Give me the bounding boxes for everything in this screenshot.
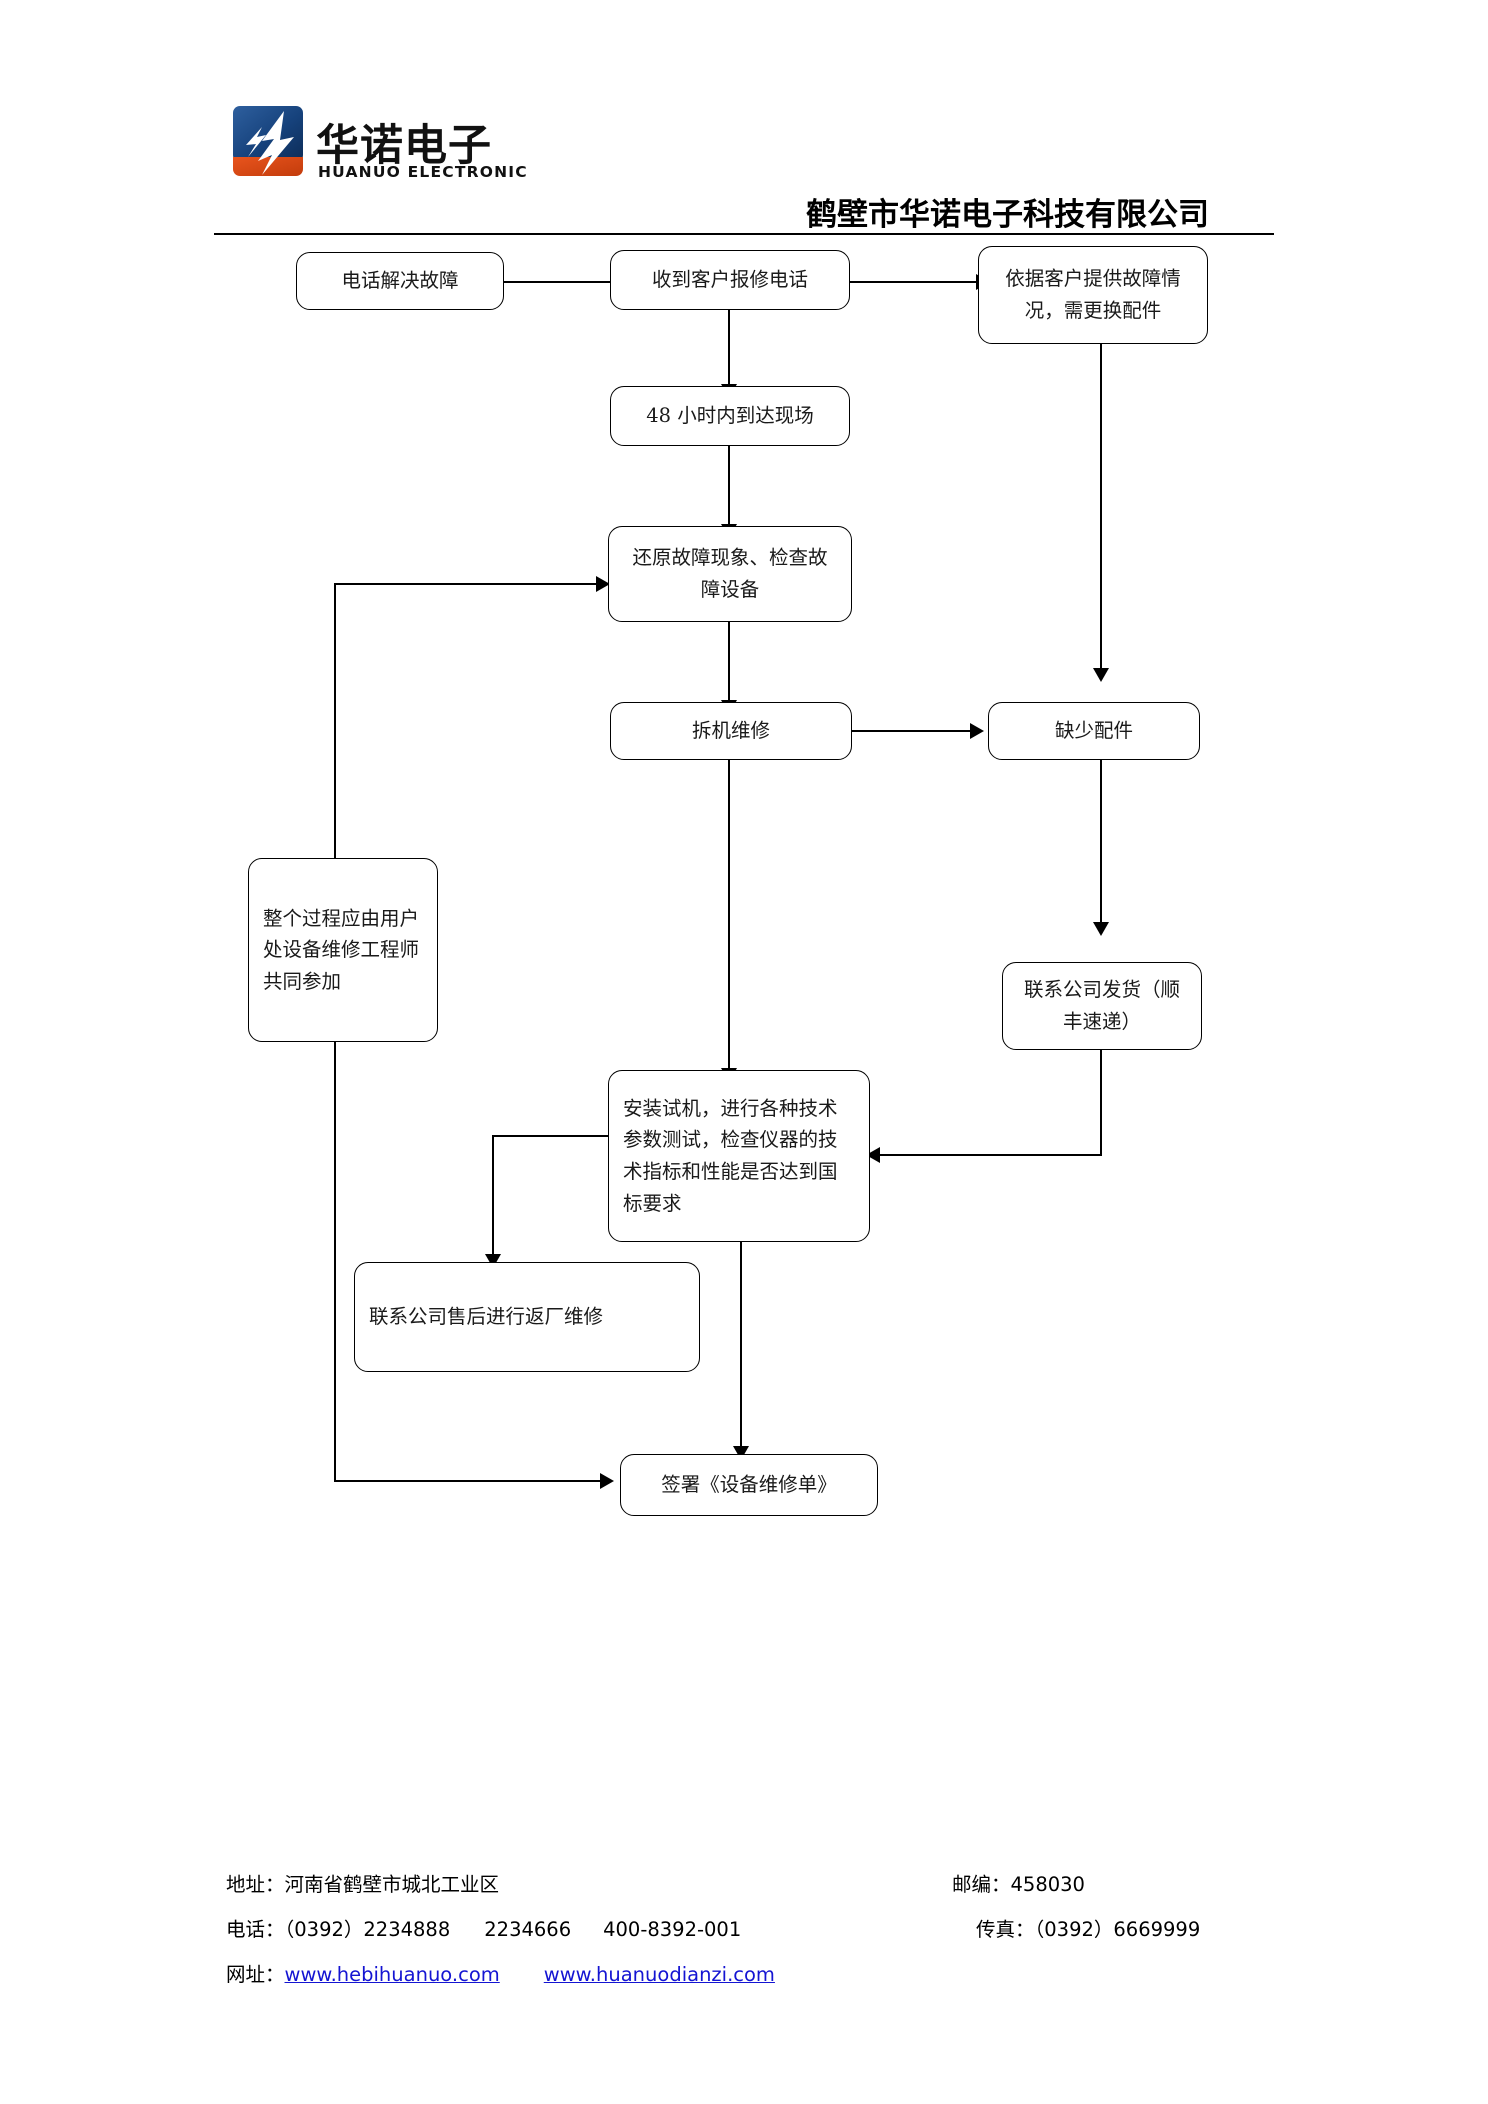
- connector-receive-to-needparts: [848, 281, 976, 283]
- connector-ship-down: [1100, 1049, 1102, 1156]
- phone-number-2: 2234666: [484, 1918, 572, 1941]
- node-whole-process-note[interactable]: 整个过程应由用户处设备维修工程师共同参加: [248, 858, 438, 1042]
- arrowhead-down-contactship: [1093, 922, 1109, 936]
- fax-line: 传真：（0392）6669999: [976, 1913, 1200, 1942]
- node-install-test[interactable]: 安装试机，进行各种技术参数测试，检查仪器的技术指标和性能是否达到国标要求: [608, 1070, 870, 1242]
- postcode-line: 邮编：458030: [952, 1868, 1085, 1897]
- connector-ship-to-install: [880, 1154, 1102, 1156]
- node-need-parts-label: 依据客户提供故障情况，需更换配件: [1005, 267, 1181, 322]
- arrowhead-right-signorder-left: [600, 1473, 614, 1489]
- website-label: 网址：: [226, 1963, 285, 1986]
- footer-row-website: 网址：www.hebihuanuo.com www.huanuodianzi.co…: [226, 1958, 1286, 2003]
- connector-disassemble-to-lackparts: [852, 730, 970, 732]
- website-link-1[interactable]: www.hebihuanuo.com: [284, 1963, 500, 1986]
- node-disassemble[interactable]: 拆机维修: [610, 702, 852, 760]
- footer-contact-info: 地址：河南省鹤壁市城北工业区 邮编：458030 电话：（0392）223488…: [226, 1868, 1286, 2003]
- postcode-label: 邮编：: [952, 1873, 1011, 1896]
- node-lack-parts-label: 缺少配件: [1054, 719, 1133, 743]
- arrowhead-right-lackparts: [970, 723, 984, 739]
- node-contact-ship[interactable]: 联系公司发货（顺丰速递）: [1002, 962, 1202, 1050]
- node-arrive-48h[interactable]: 48 小时内到达现场: [610, 386, 850, 446]
- connector-receive-to-arrive: [728, 306, 730, 390]
- connector-note-to-restore: [334, 583, 596, 585]
- node-phone-fix-label: 电话解决故障: [341, 269, 459, 293]
- phone-label: 电话：: [226, 1918, 285, 1941]
- logo-text-english: HUANUO ELECTRONIC: [318, 163, 528, 181]
- node-whole-process-note-label: 整个过程应由用户处设备维修工程师共同参加: [263, 906, 420, 993]
- connector-note-vertical-lower: [334, 1040, 336, 1482]
- address-line: 地址：河南省鹤壁市城北工业区: [226, 1868, 499, 1897]
- logo-text-chinese: 华诺电子: [316, 121, 492, 171]
- arrowhead-down-lackparts-top: [1093, 668, 1109, 682]
- footer-row-address: 地址：河南省鹤壁市城北工业区 邮编：458030: [226, 1868, 1286, 1913]
- connector-install-to-return-h: [492, 1135, 612, 1137]
- node-return-factory-label: 联系公司售后进行返厂维修: [369, 1305, 604, 1329]
- page-title: 鹤壁市华诺电子科技有限公司: [806, 197, 1209, 233]
- website-link-2[interactable]: www.huanuodianzi.com: [543, 1963, 775, 1986]
- node-arrive-48h-label: 48 小时内到达现场: [646, 404, 814, 428]
- company-logo: 华诺电子 HUANUO ELECTRONIC: [232, 105, 532, 185]
- footer-row-phone: 电话：（0392）2234888 2234666 400-8392-001 传真：（…: [226, 1913, 1286, 1958]
- node-restore-fault[interactable]: 还原故障现象、检查故障设备: [608, 526, 852, 622]
- fax-value: （0392）6669999: [1034, 1918, 1201, 1941]
- node-contact-ship-label: 联系公司发货（顺丰速递）: [1023, 978, 1180, 1033]
- node-disassemble-label: 拆机维修: [691, 719, 770, 743]
- connector-note-to-sign: [334, 1480, 600, 1482]
- node-phone-fix[interactable]: 电话解决故障: [296, 252, 504, 310]
- address-value: 河南省鹤壁市城北工业区: [284, 1873, 500, 1896]
- node-return-factory[interactable]: 联系公司售后进行返厂维修: [354, 1262, 700, 1372]
- node-need-parts[interactable]: 依据客户提供故障情况，需更换配件: [978, 246, 1208, 344]
- connector-needparts-to-lackparts: [1100, 344, 1102, 674]
- connector-lackparts-to-ship: [1100, 758, 1102, 928]
- node-restore-fault-label: 还原故障现象、检查故障设备: [632, 546, 828, 601]
- address-label: 地址：: [226, 1873, 285, 1896]
- node-sign-order-label: 签署《设备维修单》: [661, 1473, 837, 1497]
- node-install-test-label: 安装试机，进行各种技术参数测试，检查仪器的技术指标和性能是否达到国标要求: [623, 1096, 838, 1215]
- node-lack-parts[interactable]: 缺少配件: [988, 702, 1200, 760]
- node-sign-order[interactable]: 签署《设备维修单》: [620, 1454, 878, 1516]
- node-receive-call-label: 收到客户报修电话: [651, 268, 808, 292]
- node-receive-call[interactable]: 收到客户报修电话: [610, 250, 850, 310]
- arrowhead-right-restore-left: [596, 576, 610, 592]
- connector-disassemble-to-install: [728, 758, 730, 1074]
- phone-number-1: （0392）2234888: [284, 1918, 451, 1941]
- connector-arrive-to-restore: [728, 444, 730, 530]
- fax-label: 传真：: [976, 1918, 1035, 1941]
- phone-number-3: 400-8392-001: [603, 1918, 742, 1941]
- connector-restore-to-disassemble: [728, 622, 730, 706]
- postcode-value: 458030: [1010, 1873, 1085, 1896]
- phone-line: 电话：（0392）2234888 2234666 400-8392-001: [226, 1913, 741, 1942]
- website-line: 网址：www.hebihuanuo.com www.huanuodianzi.co…: [226, 1958, 775, 1987]
- header-divider: [214, 233, 1274, 235]
- connector-install-to-return-v: [492, 1135, 494, 1260]
- huanuo-logo-icon: [233, 106, 303, 176]
- connector-install-to-sign: [740, 1240, 742, 1452]
- connector-note-vertical-upper: [334, 583, 336, 861]
